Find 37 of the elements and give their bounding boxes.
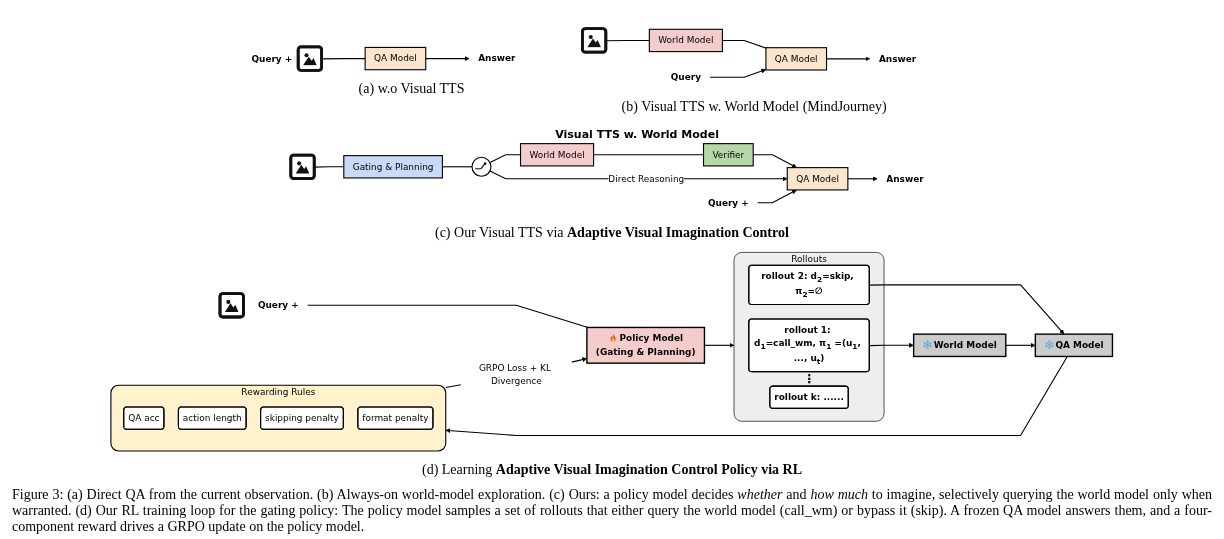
arrow [709, 68, 767, 78]
edge-label: GRPO Loss + KL Divergence [479, 362, 552, 387]
figure-caption: Figure 3: (a) Direct QA from the current observation. (b) Always-on world-model exploration. (c) Ours: a policy model decides whether and how much to imagine, selectively querying the world model only when warranted. (d) Our RL training loop for the gating policy: The policy model samples a set of rollouts that either query the world model (call_wm) or bypass it (skip). A frozen QA model answers them, and a four-component reward drives a GRPO update on the policy model. [12, 487, 1212, 535]
node-box: QA Model [787, 167, 849, 191]
arrow [445, 355, 1069, 436]
connector [442, 166, 473, 168]
panel-caption: (c) Our Visual TTS via Adaptive Visual Imagination Control [435, 224, 789, 241]
node-box: World Model [913, 333, 1007, 358]
connector [321, 58, 366, 60]
ellipsis-mark: ⋮ [803, 372, 816, 385]
node-box: World Model [520, 143, 595, 167]
node-text: Query + [258, 299, 300, 311]
connector [314, 166, 345, 168]
node-text: Answer [879, 53, 917, 64]
node-box: Policy Model (Gating & Planning) [586, 326, 706, 364]
node-box: Gating & Planning [343, 155, 444, 179]
side-label: Query + [251, 53, 293, 64]
arrow [757, 189, 798, 204]
node-box: Verifier [703, 143, 755, 167]
node-box: World Model [649, 28, 724, 53]
node-box: QA Model [1034, 333, 1114, 358]
arrow [869, 284, 1065, 335]
node-box: QA Model [765, 47, 828, 71]
group-heading: Visual TTS w. World Model [555, 127, 719, 141]
arrow [826, 56, 871, 62]
edge-label: Direct Reasoning [608, 173, 685, 184]
connector [722, 39, 767, 49]
panel-caption: (a) w.o Visual TTS [358, 81, 465, 98]
connector [307, 304, 589, 328]
arrow [704, 342, 735, 348]
node-text: Answer [478, 52, 516, 64]
node-text: Query + [708, 197, 750, 208]
node-text: Answer [886, 173, 924, 184]
node-box: QA Model [364, 46, 427, 71]
panel-caption: (b) Visual TTS w. World Model (MindJourney) [621, 99, 887, 116]
node-text: Query [671, 71, 702, 83]
panel-caption: (d) Learning Adaptive Visual Imagination Control Policy via RL [422, 461, 803, 478]
